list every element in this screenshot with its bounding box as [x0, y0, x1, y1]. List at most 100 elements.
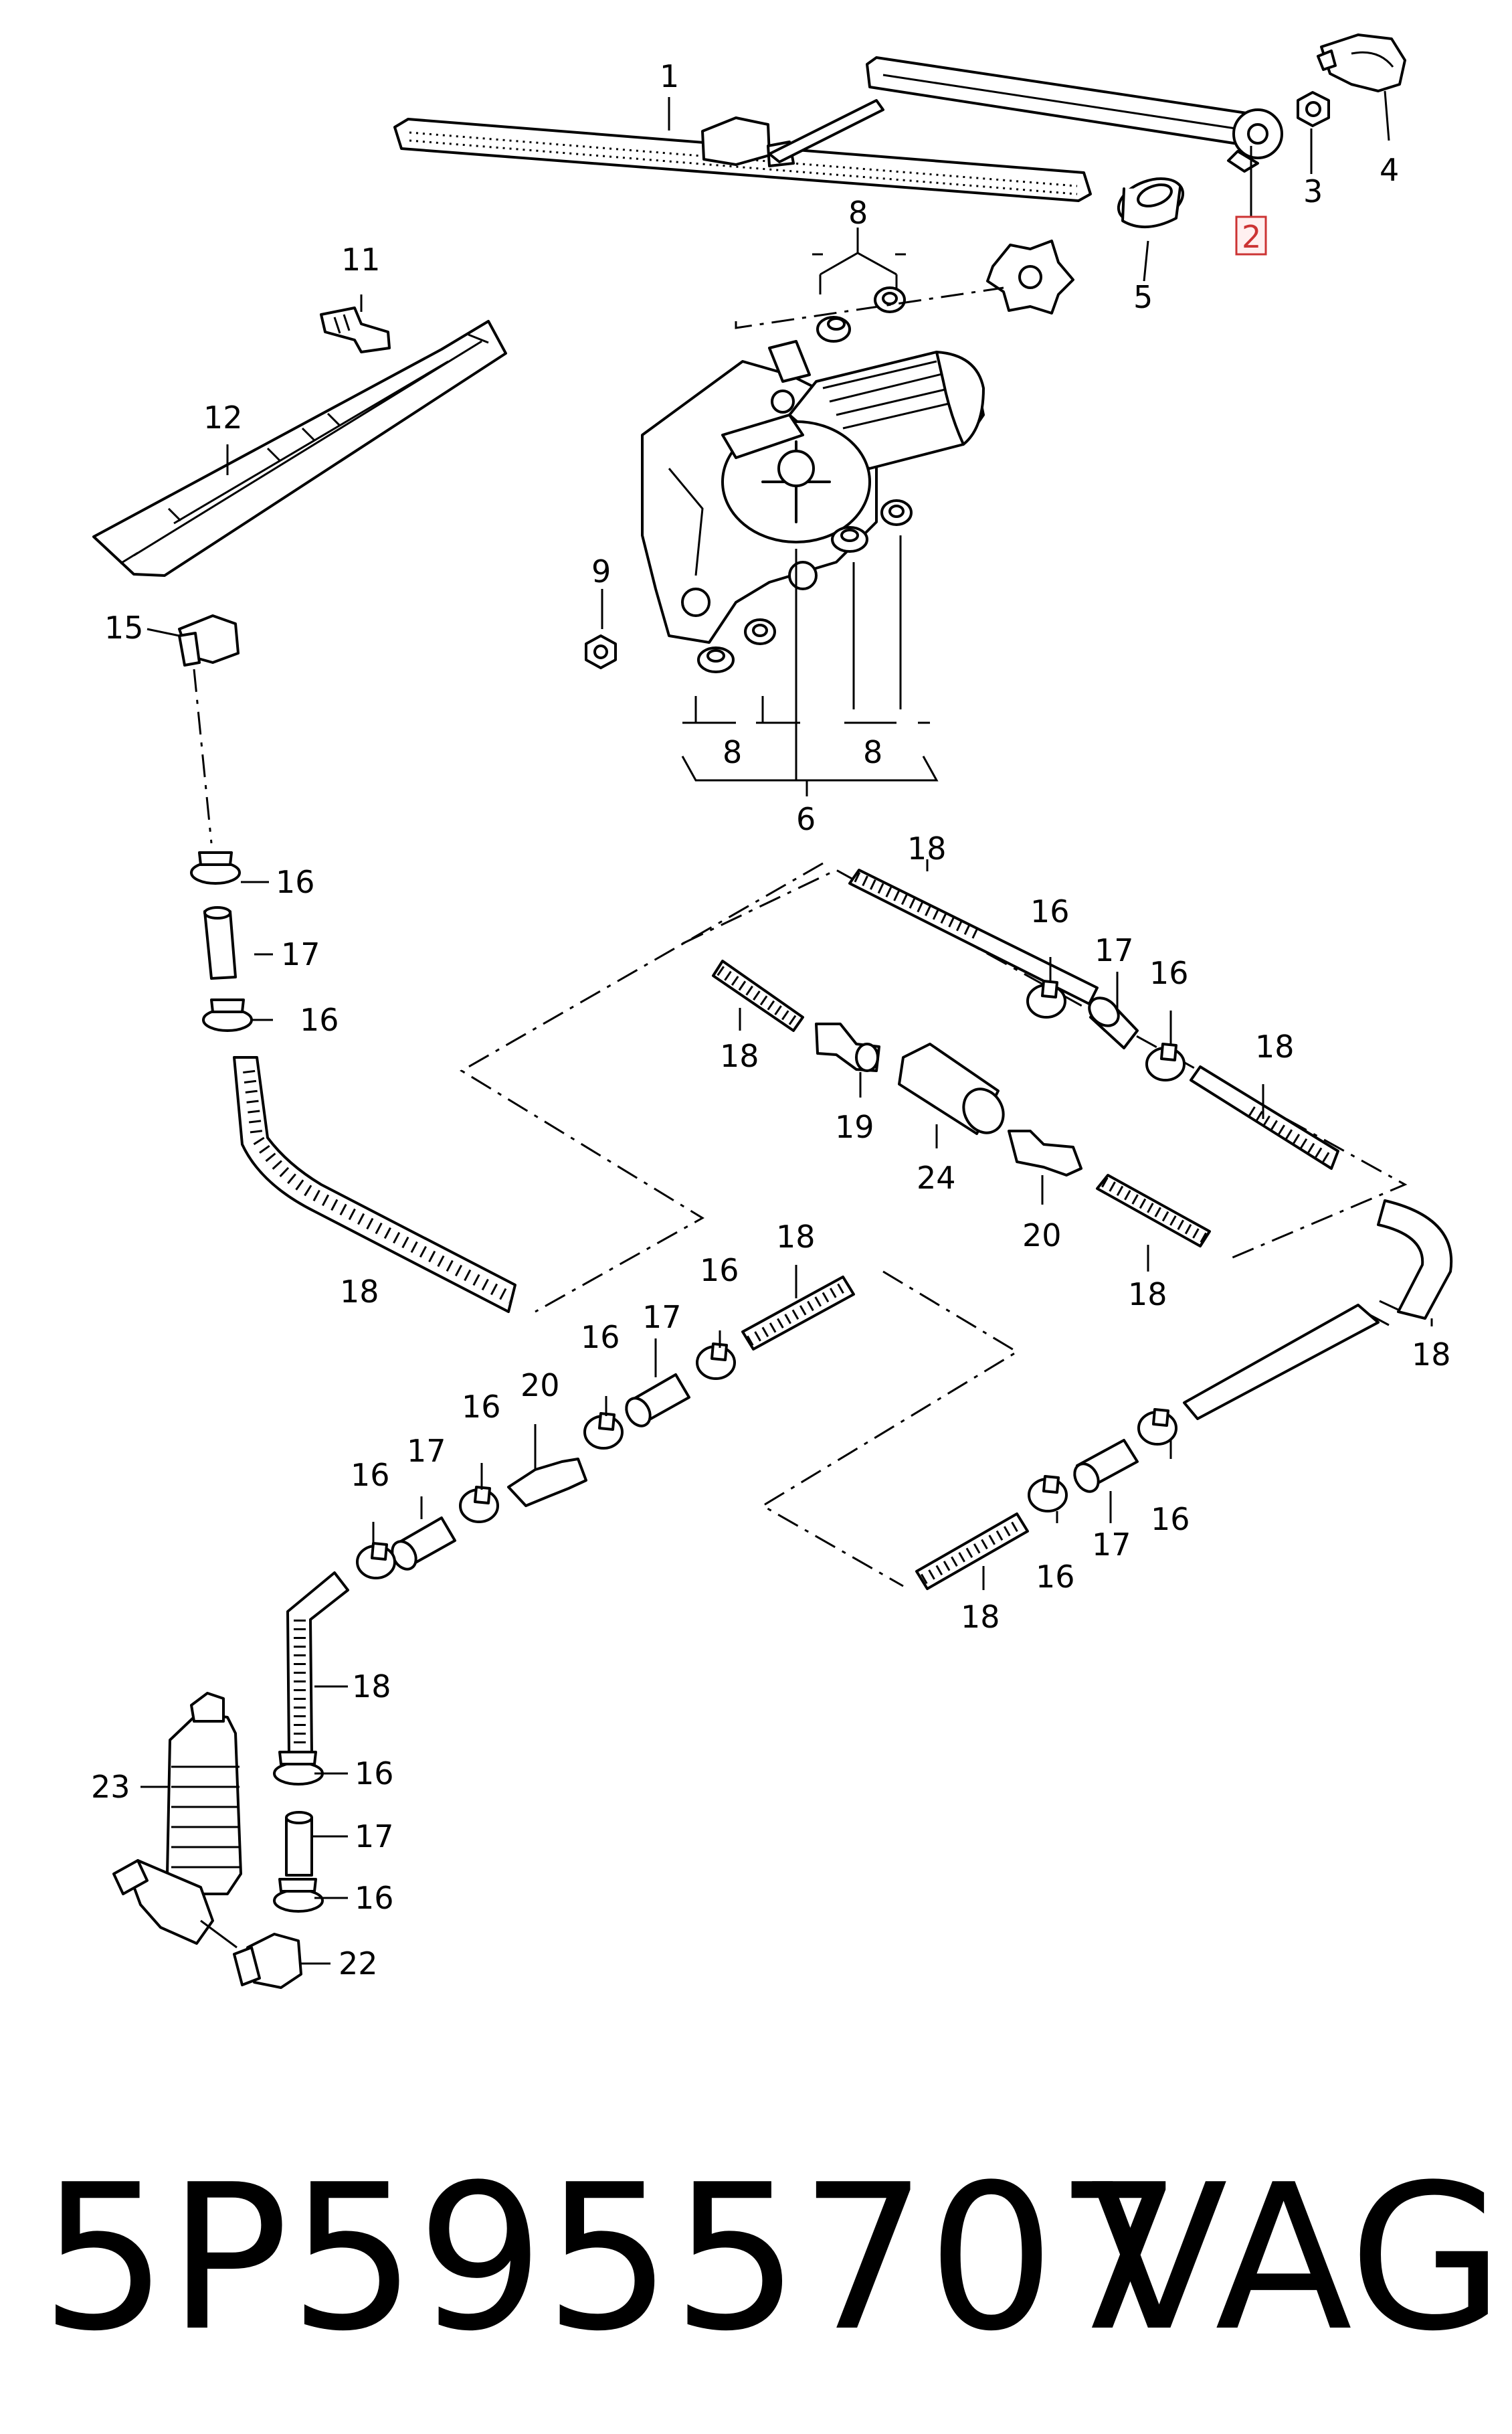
- callout-9: 9: [591, 553, 611, 590]
- wiper-arm: [768, 56, 1283, 173]
- dashed-group-right: [682, 869, 1408, 1259]
- callout-8-top: 8: [848, 195, 868, 231]
- callout-16-k: 16: [355, 1755, 394, 1792]
- clamp-lower-centre-1: [696, 1342, 736, 1380]
- brand-label: VAG: [1091, 2142, 1505, 2375]
- callout-23: 23: [91, 1769, 130, 1805]
- callout-8-left: 8: [723, 734, 742, 770]
- clamp-lower-right-2: [1028, 1475, 1068, 1512]
- corrugated-hose-upper: [848, 869, 1099, 1005]
- clamp-pump-2: [273, 1878, 324, 1913]
- star-washer: [986, 240, 1074, 315]
- connector-19: [815, 1023, 880, 1072]
- hose-pump-17: [285, 1811, 313, 1877]
- rubber-mounts-top: [816, 286, 906, 343]
- washer-pump: [112, 1692, 242, 1945]
- callout-4: 4: [1380, 152, 1399, 188]
- rubber-mounts-bottom-right: [831, 499, 913, 553]
- clamp-pump-1: [273, 1751, 324, 1786]
- corrugated-hose-bend: [1183, 1199, 1453, 1420]
- left-clamp-1: [190, 851, 241, 885]
- hose-lower-right-17: [1073, 1439, 1139, 1493]
- corrugated-hose-left: [233, 1056, 516, 1313]
- corrugated-hose-mid-right: [1096, 1174, 1211, 1247]
- corrugated-hose-lower-centre: [741, 1276, 855, 1351]
- pump-to-connector-line: [200, 1919, 238, 1949]
- callout-20-a: 20: [1022, 1217, 1062, 1253]
- callout-labels: 1 2 3 4 5 8 11 12 9 15 8 8 6 16 17 16 18…: [91, 58, 1451, 1982]
- callout-18-h: 18: [961, 1599, 1000, 1635]
- callout-6: 6: [796, 801, 816, 837]
- hose-24: [898, 1043, 1005, 1135]
- callout-17-d: 17: [407, 1433, 446, 1469]
- clamp-lower-centre-3: [459, 1486, 499, 1523]
- callout-18-b: 18: [907, 831, 947, 867]
- left-clamp-2: [202, 998, 253, 1032]
- clamp-lower-right-1: [1137, 1408, 1177, 1446]
- callout-1: 1: [660, 58, 679, 94]
- arm-nut: [1297, 91, 1330, 127]
- callout-12: 12: [203, 400, 243, 436]
- clamp-upper-2: [1145, 1043, 1186, 1081]
- wiper-motor: [641, 340, 985, 644]
- callout-24: 24: [917, 1160, 956, 1196]
- connector-20-lower: [507, 1458, 587, 1507]
- dashed-main-line: [193, 669, 213, 844]
- part-number-label: 5P5955707: [40, 2142, 1183, 2375]
- washer-nozzle: [320, 307, 391, 353]
- callout-18-c: 18: [1255, 1029, 1295, 1065]
- callout-17-e: 17: [1092, 1527, 1131, 1563]
- dashed-group-lower: [761, 1270, 1019, 1587]
- callout-16-c: 16: [1030, 893, 1070, 930]
- connector-22: [233, 1933, 302, 1989]
- spoiler-light-housing: [92, 320, 507, 577]
- callout-16-g: 16: [462, 1389, 501, 1425]
- callout-17-b: 17: [1095, 932, 1134, 968]
- callout-19: 19: [835, 1109, 874, 1145]
- leader-lines: [140, 90, 1433, 1965]
- wiper-arm-cap: [1317, 33, 1406, 92]
- corrugated-hose-mid: [712, 960, 804, 1032]
- callout-16-d: 16: [1149, 955, 1189, 991]
- callout-17-f: 17: [355, 1818, 394, 1854]
- callout-16-e: 16: [700, 1252, 739, 1288]
- callout-11: 11: [341, 242, 381, 278]
- corrugated-hose-to-pump: [286, 1571, 349, 1755]
- wiper-blade: [393, 116, 1092, 202]
- motor-nut: [585, 634, 617, 669]
- rubber-mounts-bottom-left: [697, 618, 776, 673]
- angled-connector-15: [178, 614, 240, 667]
- callout-22: 22: [339, 1945, 378, 1982]
- callout-18-d: 18: [720, 1038, 759, 1074]
- callout-16-j: 16: [1036, 1559, 1075, 1595]
- callout-16-l: 16: [355, 1880, 394, 1916]
- connector-20-upper: [1008, 1130, 1082, 1177]
- callout-16-i: 16: [1151, 1501, 1190, 1537]
- corrugated-hose-right: [1190, 1065, 1339, 1170]
- callout-18-g: 18: [776, 1219, 816, 1255]
- callout-18-e: 18: [1128, 1276, 1167, 1312]
- dashed-group-top: [460, 862, 824, 1313]
- callout-18-a: 18: [340, 1274, 379, 1310]
- callout-17-c: 17: [642, 1299, 682, 1335]
- callout-18-i: 18: [352, 1668, 391, 1705]
- callout-3: 3: [1303, 173, 1323, 209]
- left-hose-17: [203, 906, 237, 980]
- dashed-nozzle-line: [735, 286, 1004, 329]
- callout-16-b: 16: [300, 1002, 339, 1038]
- callout-17-a: 17: [281, 936, 320, 972]
- highlight-box-part-2: [1235, 215, 1267, 256]
- callout-8-right: 8: [863, 734, 882, 770]
- hose-upper-17: [1088, 996, 1139, 1049]
- callout-16-f: 16: [581, 1319, 620, 1355]
- callout-18-f: 18: [1412, 1336, 1451, 1373]
- callout-16-h: 16: [351, 1457, 390, 1493]
- clamp-lower-centre-4: [356, 1542, 396, 1579]
- callout-2-highlighted: 2: [1242, 219, 1261, 255]
- hose-lower-centre-17: [625, 1373, 690, 1427]
- corrugated-hose-lower: [915, 1512, 1029, 1590]
- callout-16-a: 16: [276, 864, 315, 900]
- clamp-upper-1: [1026, 980, 1066, 1019]
